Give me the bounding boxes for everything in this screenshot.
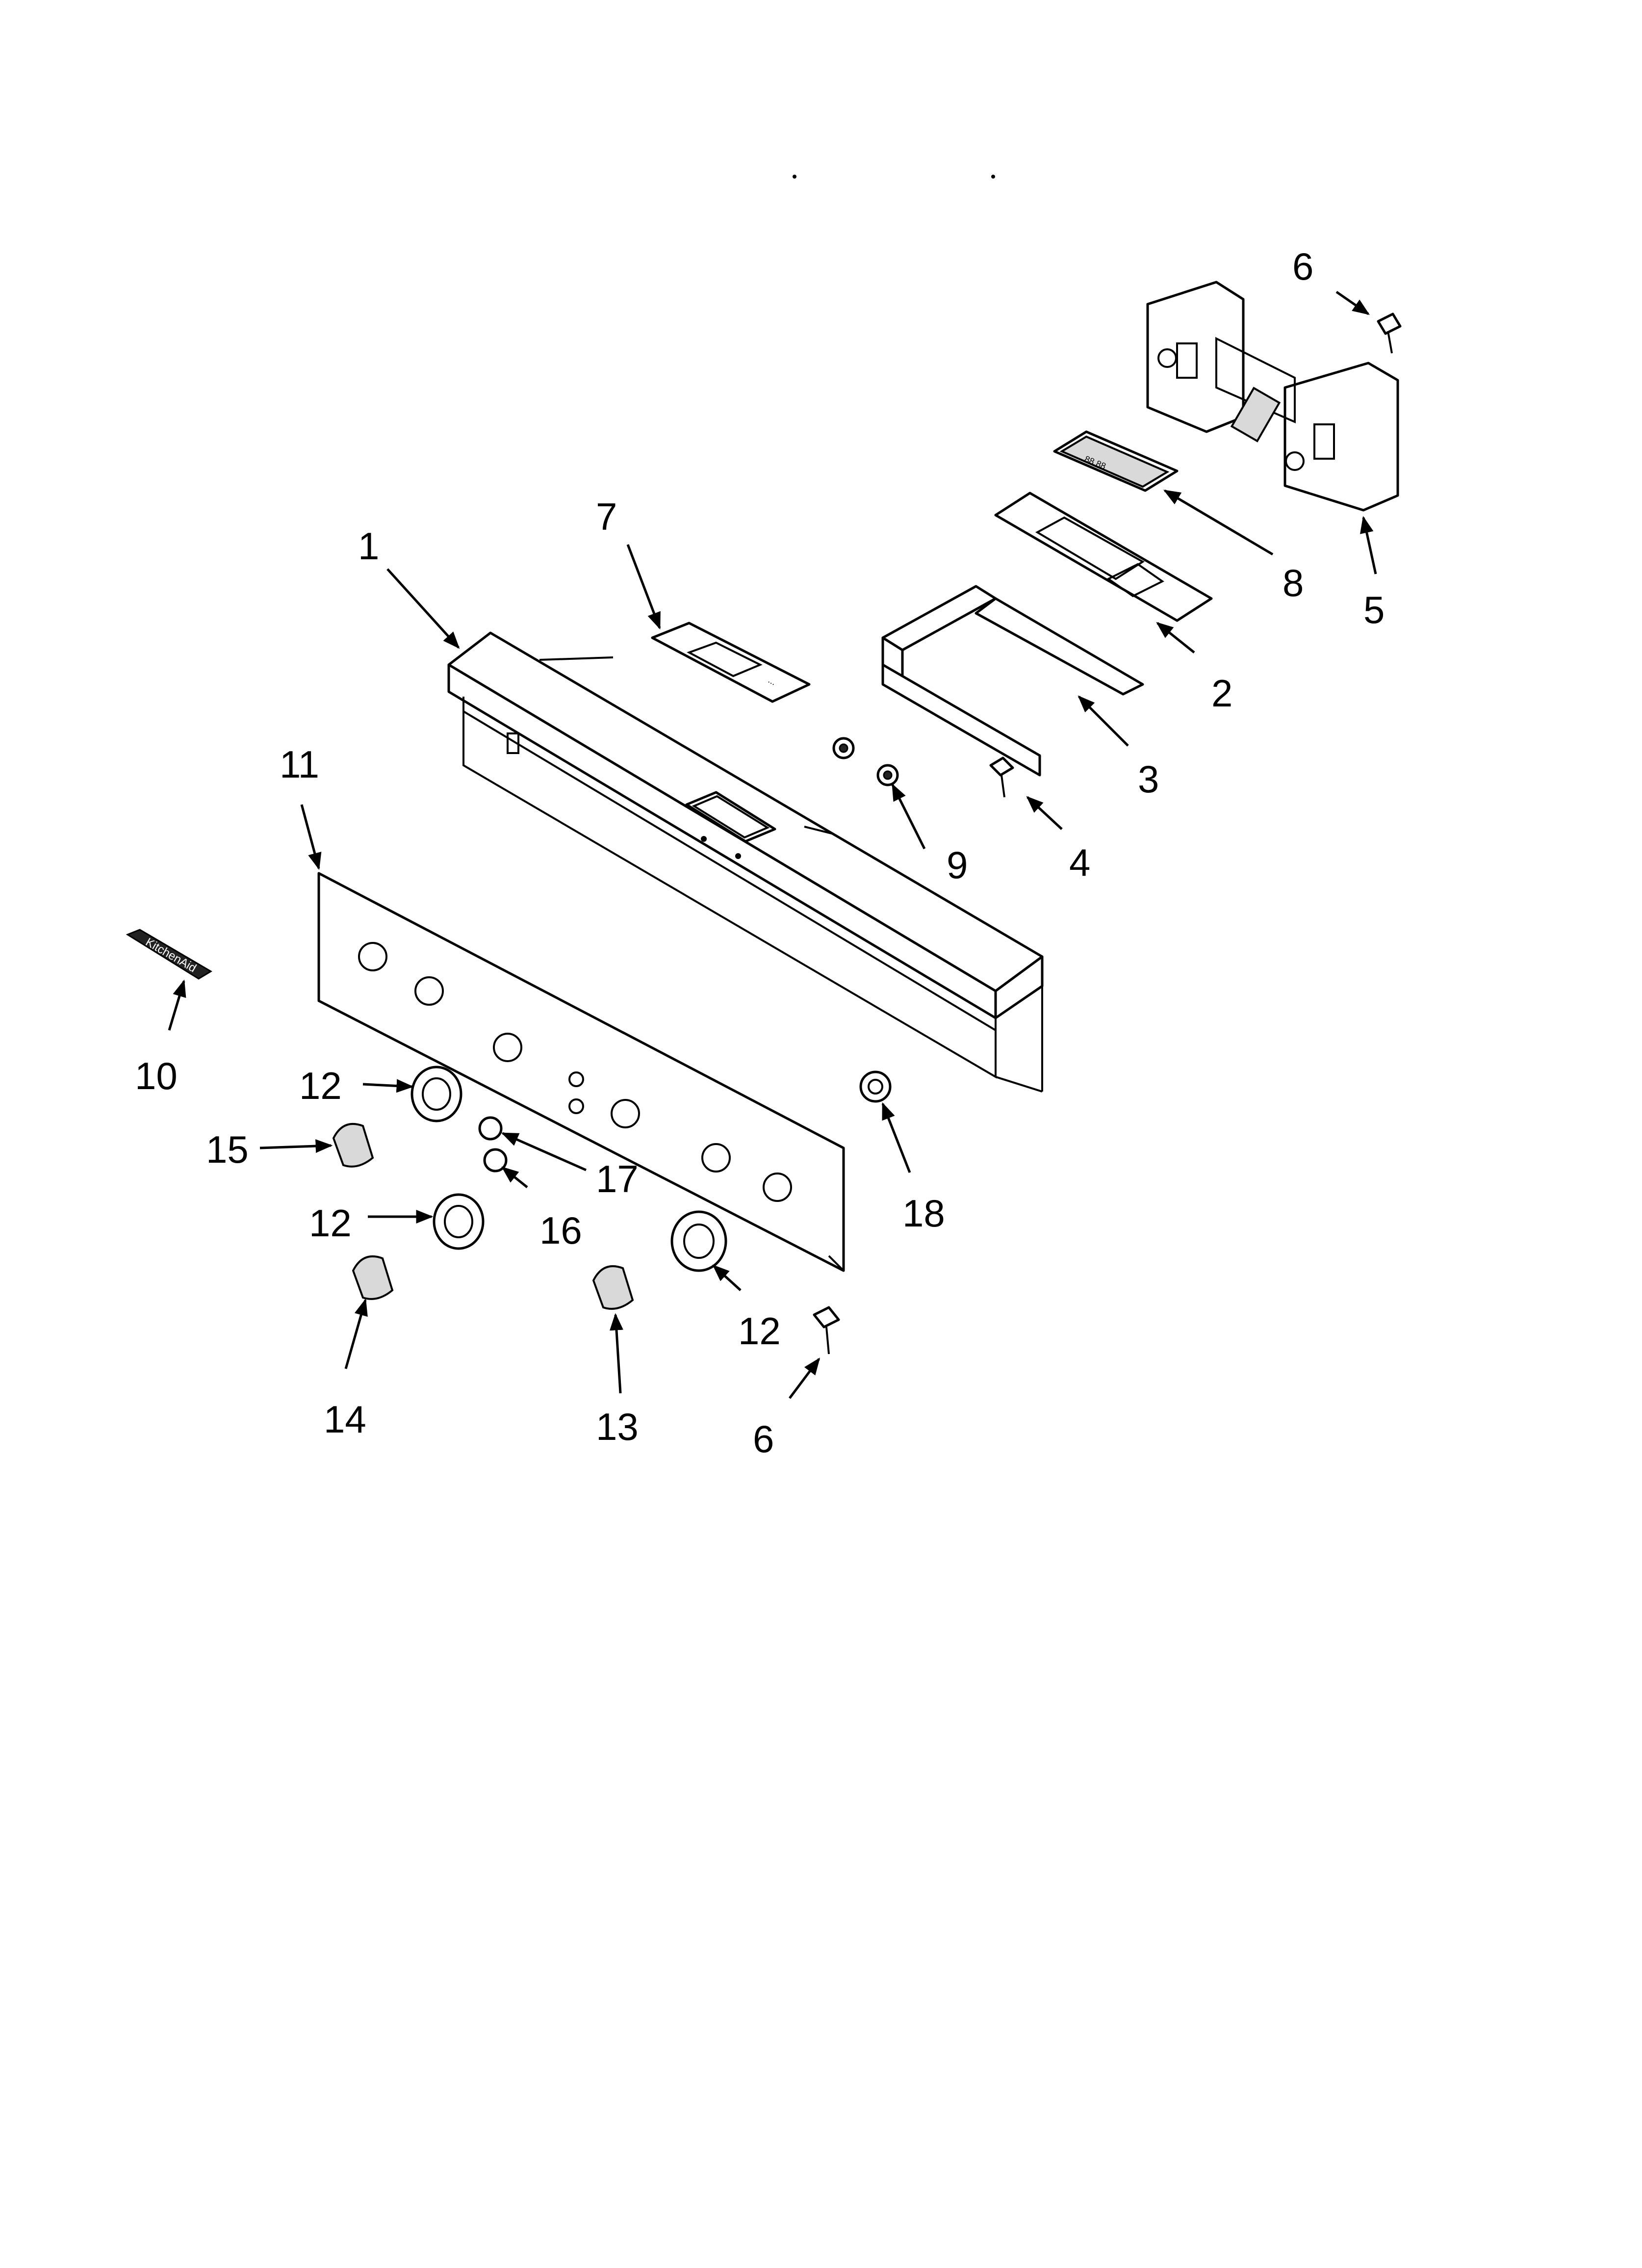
scan-marks	[793, 175, 995, 179]
callout-17: 17	[596, 1157, 639, 1200]
screw-4	[989, 756, 1014, 798]
knob-15	[332, 1123, 374, 1168]
callout-11: 11	[280, 743, 319, 786]
knob-bezel-middle	[433, 1193, 485, 1250]
callout-13: 13	[596, 1405, 639, 1448]
control-panel-housing	[447, 631, 1044, 1093]
knob-bezel-top	[410, 1066, 462, 1122]
logo-text: KitchenAid	[143, 936, 199, 975]
callout-3: 3	[1138, 757, 1159, 801]
callout-12-right: 12	[738, 1309, 781, 1353]
callout-labels: 1 2 3 4 5 6 6 7 8 9 10 11 12 12 12 13 14…	[135, 245, 1385, 1460]
callout-18: 18	[902, 1192, 945, 1235]
callout-5: 5	[1363, 588, 1385, 631]
callout-7: 7	[596, 495, 617, 538]
callout-12-top: 12	[299, 1064, 342, 1107]
callout-2: 2	[1211, 672, 1232, 715]
callout-6-top: 6	[1292, 245, 1313, 288]
display-bracket	[881, 585, 1144, 777]
screw-top-right	[1377, 313, 1402, 354]
callout-14: 14	[324, 1398, 366, 1441]
grommet-16-17	[478, 1116, 508, 1173]
callout-15: 15	[206, 1128, 249, 1171]
callout-4: 4	[1069, 841, 1090, 884]
control-panel-face	[317, 872, 845, 1272]
knob-mount-holes	[358, 942, 792, 1202]
leader-lines	[168, 290, 1377, 1399]
callout-10: 10	[135, 1054, 178, 1097]
display-board: 88 88	[1053, 430, 1179, 492]
board-support	[994, 492, 1213, 622]
screw-6-bottom	[813, 1306, 840, 1355]
control-module-assembly	[1146, 281, 1399, 512]
callout-1: 1	[358, 524, 379, 568]
knob-bezel-right	[670, 1210, 727, 1272]
callout-8: 8	[1283, 561, 1304, 604]
touchpad-overlay: ...	[651, 622, 811, 703]
nut-9	[832, 737, 899, 786]
knob-13	[592, 1265, 634, 1310]
callout-6-bottom: 6	[753, 1417, 774, 1460]
callout-12-middle: 12	[309, 1201, 352, 1245]
bezel-18	[859, 1070, 892, 1103]
callout-16: 16	[539, 1209, 582, 1252]
callout-9: 9	[947, 843, 968, 886]
logo-badge: KitchenAid	[126, 929, 212, 980]
knob-14	[352, 1255, 394, 1300]
